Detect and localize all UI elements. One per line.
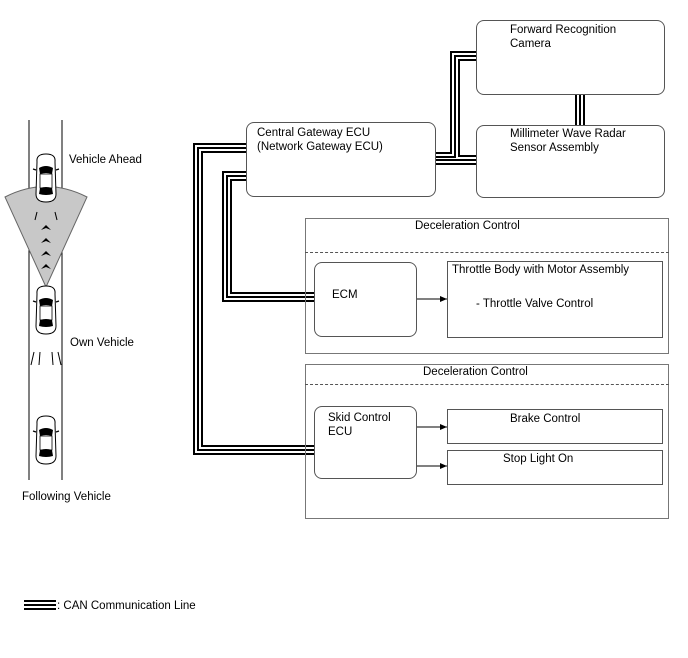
deceleration-control-panel-1 xyxy=(305,218,669,354)
millimeter-wave-radar-box xyxy=(476,125,665,198)
camera-label-line2: Camera xyxy=(510,38,551,50)
panel-1-divider xyxy=(305,252,669,253)
legend-label: : CAN Communication Line xyxy=(57,600,196,612)
vehicle-ahead-label: Vehicle Ahead xyxy=(69,154,142,166)
road xyxy=(28,120,63,480)
radar-label-line2: Sensor Assembly xyxy=(510,142,599,154)
radar-wave-icons xyxy=(41,225,51,269)
can-communication-lines xyxy=(193,51,585,455)
following-vehicle-icon xyxy=(32,415,60,465)
panel-2-divider xyxy=(305,384,669,385)
radar-label-line1: Millimeter Wave Radar xyxy=(510,128,626,140)
camera-label-line1: Forward Recognition xyxy=(510,24,617,36)
ecm-label: ECM xyxy=(332,289,358,301)
brake-control-box xyxy=(447,409,663,444)
own-vehicle-icon xyxy=(32,285,60,335)
brake-control-label: Brake Control xyxy=(510,413,581,425)
ecm-box xyxy=(314,262,417,337)
signal-arrows xyxy=(417,296,447,469)
skid-control-label-line2: ECU xyxy=(328,426,353,438)
stop-light-box xyxy=(447,450,663,485)
throttle-body-label: Throttle Body with Motor Assembly xyxy=(452,264,630,276)
own-vehicle-motion-marks xyxy=(30,351,62,366)
network-gateway-ecu-label: (Network Gateway ECU) xyxy=(257,141,383,153)
following-vehicle-label: Following Vehicle xyxy=(22,491,111,503)
panel-1-title: Deceleration Control xyxy=(415,220,520,232)
skid-control-label-line1: Skid Control xyxy=(328,412,391,424)
forward-recognition-camera-box xyxy=(476,20,665,95)
throttle-body-box xyxy=(447,261,663,338)
skid-control-ecu-box xyxy=(314,406,417,479)
central-gateway-ecu-box xyxy=(246,122,436,197)
vehicle-ahead-icon xyxy=(32,153,60,203)
stop-light-label: Stop Light On xyxy=(503,453,574,465)
vehicle-ahead-motion-marks xyxy=(34,211,58,221)
own-vehicle-label: Own Vehicle xyxy=(70,337,134,349)
panel-2-title: Deceleration Control xyxy=(423,366,528,378)
deceleration-control-panel-2 xyxy=(305,364,669,519)
throttle-valve-control-label: - Throttle Valve Control xyxy=(476,298,594,310)
central-gateway-ecu-label: Central Gateway ECU xyxy=(257,127,371,139)
